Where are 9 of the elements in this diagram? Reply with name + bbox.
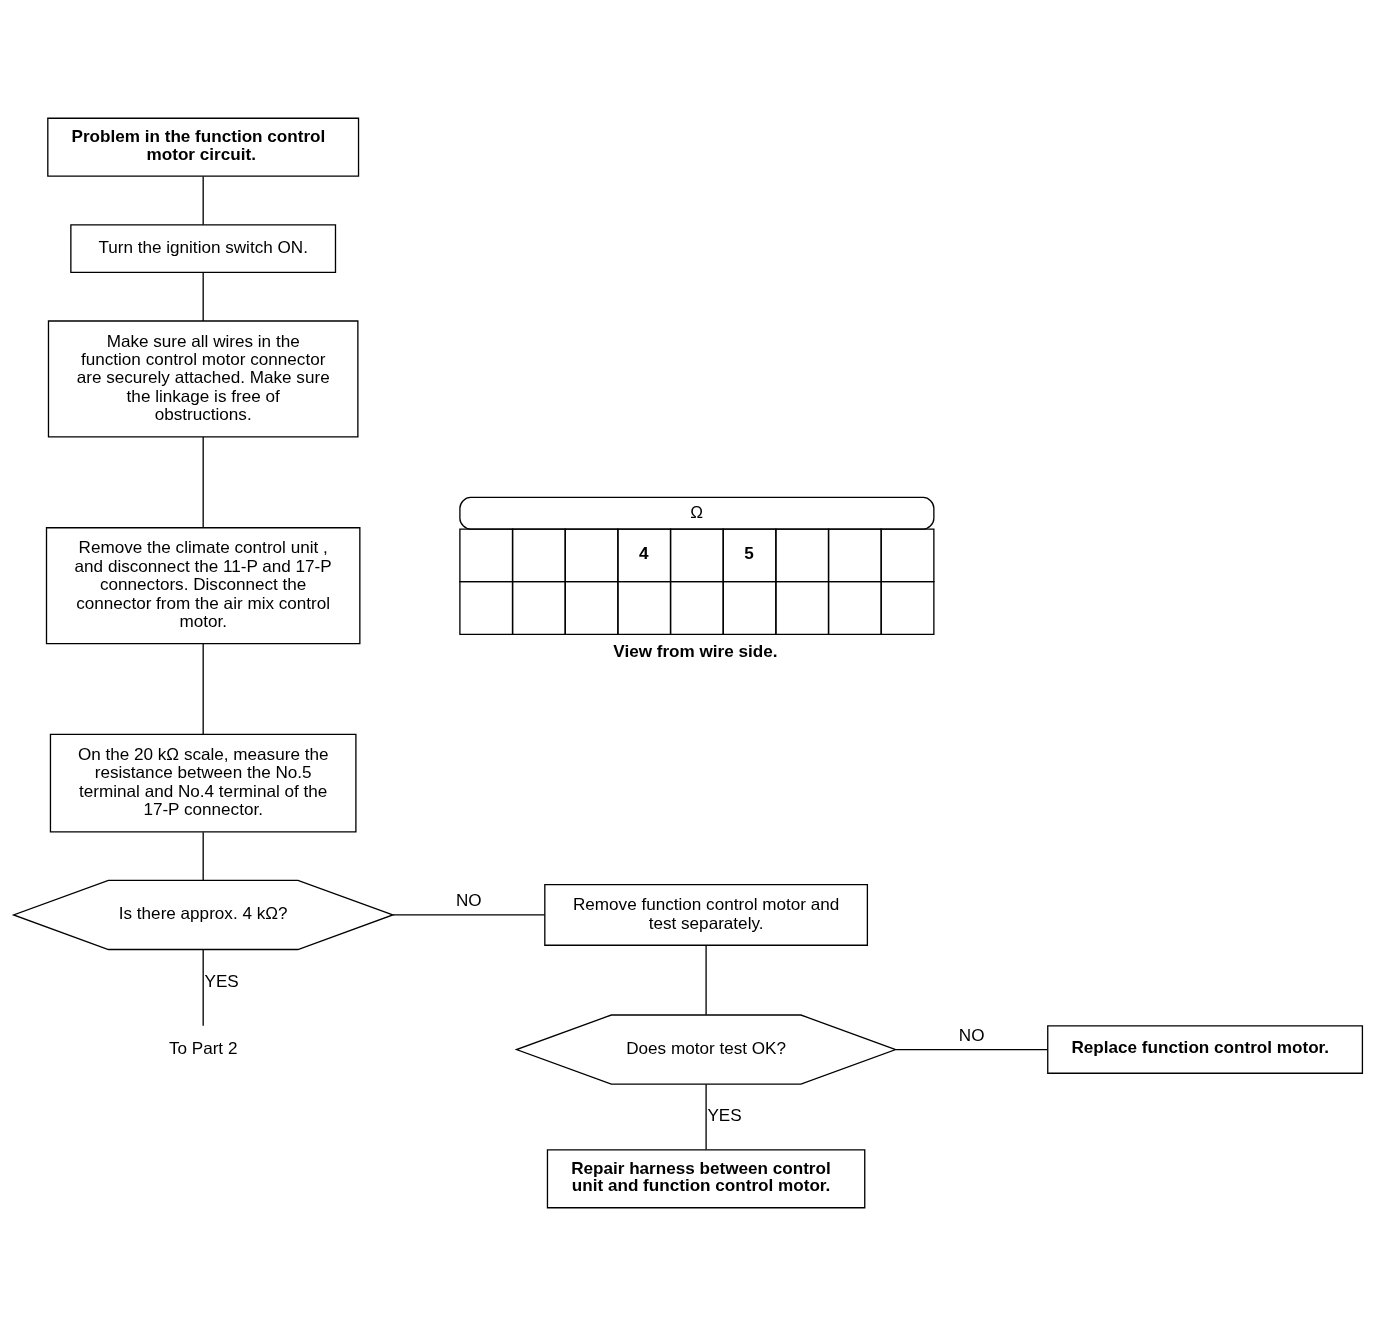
label: 4 [638,543,649,563]
node-text: To Part 2 [168,1039,238,1059]
edge-label: NO [455,891,482,911]
edge-label: NO [958,1025,985,1045]
label: 5 [744,543,754,563]
label: Ω [690,502,704,522]
label: View from wire side. [613,642,778,662]
edge-label: YES [707,1106,742,1126]
edge-label: YES [204,971,239,991]
